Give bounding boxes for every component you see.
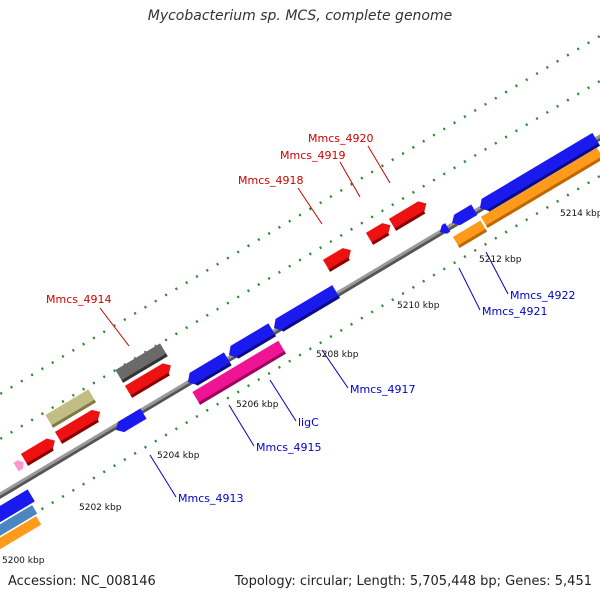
gene-blue-4913[interactable] — [113, 408, 147, 435]
tick-label: 5208 kbp — [316, 350, 359, 360]
gene-label-mmcs-4921[interactable]: Mmcs_4921 — [482, 305, 547, 318]
tick-label: 5210 kbp — [397, 301, 440, 311]
gene-red-left-b[interactable] — [20, 435, 59, 466]
gene-red-4920[interactable] — [388, 198, 431, 231]
gene-red-left-a[interactable] — [54, 407, 104, 444]
leader-4918 — [297, 187, 323, 225]
leader-4922 — [485, 251, 509, 295]
gene-label-mmcs-4917[interactable]: Mmcs_4917 — [350, 383, 415, 396]
gene-pink-tiny[interactable] — [13, 458, 26, 472]
gene-label-mmcs-4918[interactable]: Mmcs_4918 — [238, 174, 303, 187]
leader-4919 — [339, 161, 361, 198]
leader-4921 — [458, 267, 481, 311]
leader-4920 — [367, 145, 391, 184]
gene-blue-4917[interactable] — [270, 285, 340, 335]
tick-label: 5202 kbp — [79, 503, 122, 513]
gene-orange-small[interactable] — [452, 220, 488, 249]
tick-label: 5214 kbp — [560, 209, 600, 219]
gene-label-mmcs-4919[interactable]: Mmcs_4919 — [280, 149, 345, 162]
gene-label-mmcs-4914[interactable]: Mmcs_4914 — [46, 293, 111, 306]
gene-label-mmcs-4920[interactable]: Mmcs_4920 — [308, 132, 373, 145]
gene-label-mmcs-4913[interactable]: Mmcs_4913 — [178, 492, 243, 505]
leader-4914 — [99, 307, 130, 347]
gene-steelblue-bottom-left[interactable] — [0, 505, 38, 541]
gene-gray-4914[interactable] — [115, 343, 168, 383]
gene-red-4919[interactable] — [365, 220, 395, 245]
genome-summary: Topology: circular; Length: 5,705,448 bp… — [234, 574, 592, 589]
gene-orange-right[interactable] — [480, 147, 600, 229]
accession-label: Accession: NC_008146 — [8, 574, 156, 589]
tick-label: 5206 kbp — [236, 400, 279, 410]
gene-blue-mid[interactable] — [184, 352, 232, 388]
gene-blue-tiny[interactable] — [437, 223, 451, 236]
gene-red-4918[interactable] — [322, 245, 355, 272]
tick-label: 5212 kbp — [479, 255, 522, 265]
gene-label-ligc[interactable]: ligC — [298, 416, 319, 429]
tick-label: 5204 kbp — [157, 451, 200, 461]
gene-blue-large-right[interactable] — [476, 132, 600, 215]
outer-dot-ring-1 — [0, 79, 600, 441]
gene-orange-bottom-left[interactable] — [0, 516, 42, 552]
gene-label-mmcs-4915[interactable]: Mmcs_4915 — [256, 441, 321, 454]
tick-label: 5200 kbp — [2, 556, 45, 566]
leader-ligc — [269, 379, 297, 422]
leader-4913 — [149, 454, 177, 498]
gene-olive-left[interactable] — [45, 389, 97, 428]
inner-dot-ring — [0, 174, 600, 536]
leader-4915 — [228, 404, 255, 447]
gene-blue-small-right[interactable] — [449, 204, 478, 229]
gene-red-lower[interactable] — [124, 360, 175, 398]
gene-blue-ligc[interactable] — [225, 323, 277, 361]
gene-label-mmcs-4922[interactable]: Mmcs_4922 — [510, 289, 575, 302]
leader-4917 — [321, 349, 349, 389]
map-title: Mycobacterium sp. MCS, complete genome — [147, 8, 453, 24]
outer-dot-ring-2 — [0, 34, 600, 396]
gene-magenta-4915[interactable] — [192, 340, 286, 405]
gene-blue-bottom-left[interactable] — [0, 489, 35, 527]
